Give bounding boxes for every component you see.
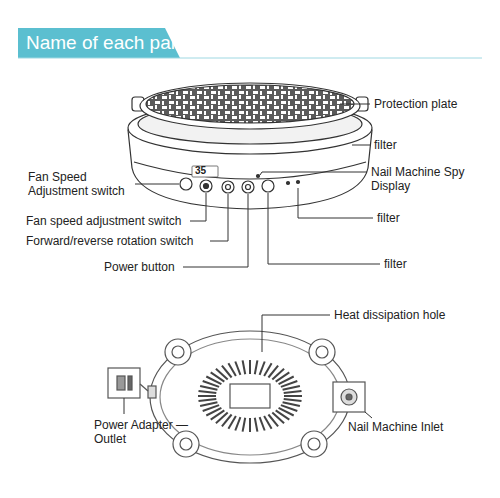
part-label: filter [374, 138, 397, 152]
vent-slot [235, 417, 240, 430]
vent-slot [255, 418, 258, 432]
title-text: Name of each part [26, 32, 182, 54]
vent-slot [200, 402, 217, 406]
part-label: Power Adapter — Outlet [94, 418, 194, 446]
vent-slot [283, 402, 300, 406]
vent-slot [198, 395, 216, 397]
banner-rule [18, 58, 482, 59]
part-label: filter [384, 257, 407, 271]
vent-slot [284, 399, 302, 401]
vent-slot [249, 418, 251, 432]
vent-slot [200, 386, 217, 390]
part-label: Power button [104, 260, 175, 274]
part-label: Heat dissipation hole [334, 308, 445, 322]
part-label: Forward/reverse rotation switch [26, 234, 193, 248]
vent-slot [249, 360, 251, 374]
vent-slot [260, 417, 265, 430]
vent-slot [199, 399, 217, 401]
vent-slot [281, 381, 297, 387]
device-top-view [128, 83, 372, 209]
leader-lines [124, 315, 372, 418]
device-bottom-view [108, 331, 365, 463]
vent-slot [284, 395, 302, 397]
part-label: Fan Speed Adjustment switch [28, 170, 132, 198]
vent-slot [199, 391, 217, 393]
part-label: Nail Machine Inlet [348, 420, 444, 434]
part-label: Protection plate [374, 97, 457, 111]
part-label: Nail Machine Spy Display [371, 165, 493, 193]
part-label: Fan speed adjustment switch [26, 214, 181, 228]
vent-slot [264, 416, 272, 429]
vent-slot [260, 362, 265, 375]
vent-slot [283, 386, 300, 390]
vent-slot [243, 360, 246, 374]
vent-slot [228, 363, 236, 376]
vent-slot [243, 418, 246, 432]
vent-slot [235, 362, 240, 375]
part-label: filter [377, 211, 400, 225]
display-digits: 35 [195, 165, 206, 177]
vent-slot [284, 391, 302, 393]
vent-slot [203, 405, 219, 411]
vent-slot [255, 360, 258, 374]
